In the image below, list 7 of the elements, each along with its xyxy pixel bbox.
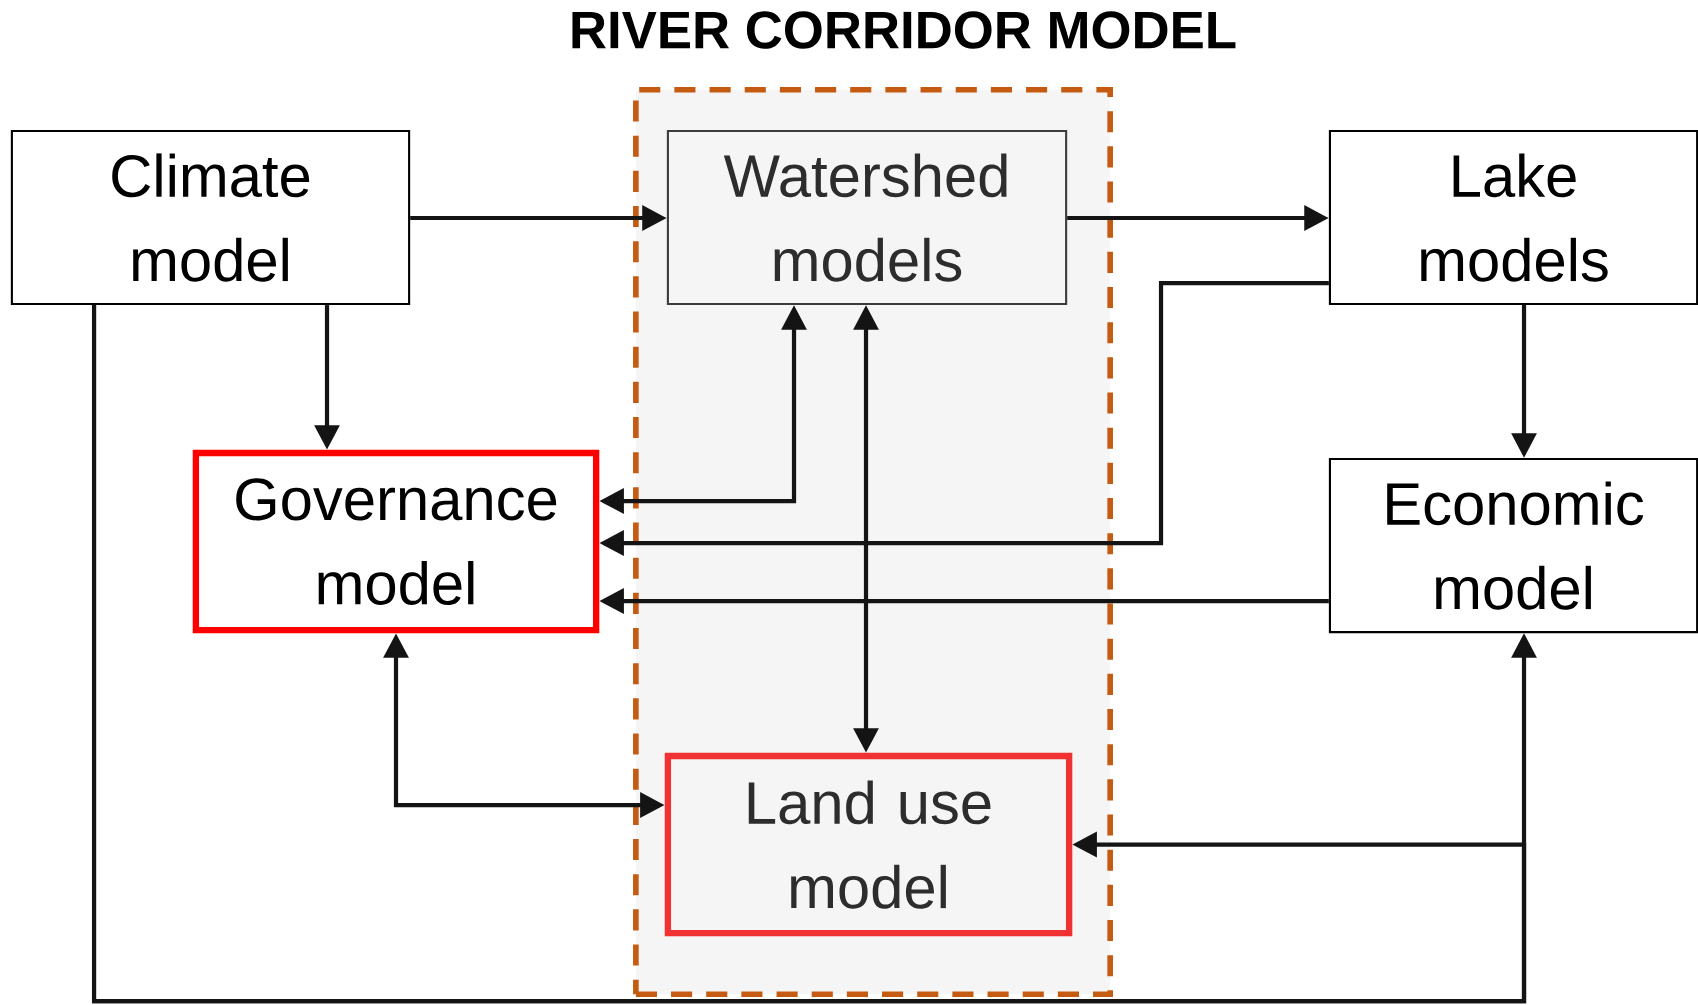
model-box: Land use model: [664, 752, 1073, 937]
model-box: Governance model: [192, 449, 600, 634]
model-box: Climate model: [10, 129, 411, 306]
model-box: Watershed models: [666, 129, 1068, 306]
model-box: Economic model: [1328, 457, 1698, 634]
group-title: RIVER CORRIDOR MODEL: [572, 11, 1236, 49]
model-box: Lake models: [1328, 129, 1698, 306]
